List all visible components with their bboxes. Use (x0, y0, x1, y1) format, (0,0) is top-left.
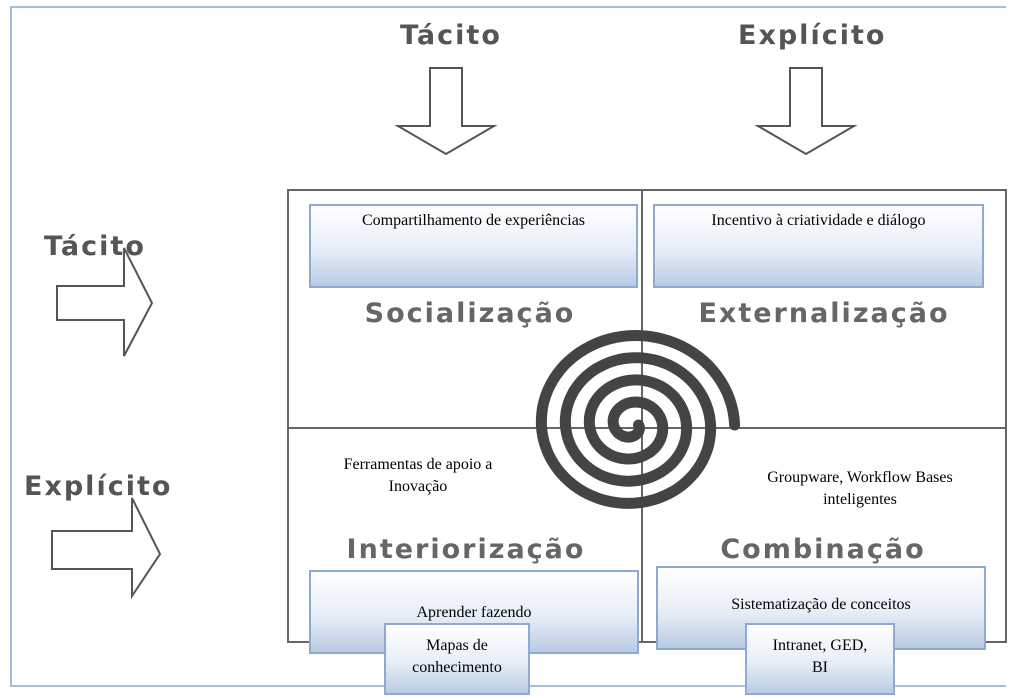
right-arrow-explicit (51, 497, 162, 600)
socialization-box: Compartilhamento de experiências (309, 204, 638, 288)
internalization-note: Ferramentas de apoio a Inovação (343, 456, 493, 495)
column-heading-explicit: Explícito (738, 20, 887, 51)
internalization-sub-box: Mapas de conhecimento (384, 623, 530, 695)
down-arrow-tacit (394, 67, 498, 156)
right-arrow-tacit (56, 247, 154, 357)
row-heading-explicit: Explícito (24, 471, 173, 502)
internalization-title: Interiorização (346, 534, 586, 565)
combination-sub-box: Intranet, GED, BI (745, 623, 895, 695)
combination-title: Combinação (720, 534, 926, 565)
row-heading-tacit: Tácito (44, 231, 146, 262)
externalization-title: Externalização (698, 298, 950, 329)
spiral-icon (535, 329, 741, 509)
externalization-box: Incentivo à criatividade e diálogo (653, 204, 984, 288)
column-heading-tacit: Tácito (400, 20, 502, 51)
socialization-title: Socialização (364, 298, 576, 329)
down-arrow-explicit (754, 67, 858, 156)
combination-note: Groupware, Workflow Bases inteligentes (767, 469, 953, 508)
quadrant-grid-border (287, 189, 1007, 643)
